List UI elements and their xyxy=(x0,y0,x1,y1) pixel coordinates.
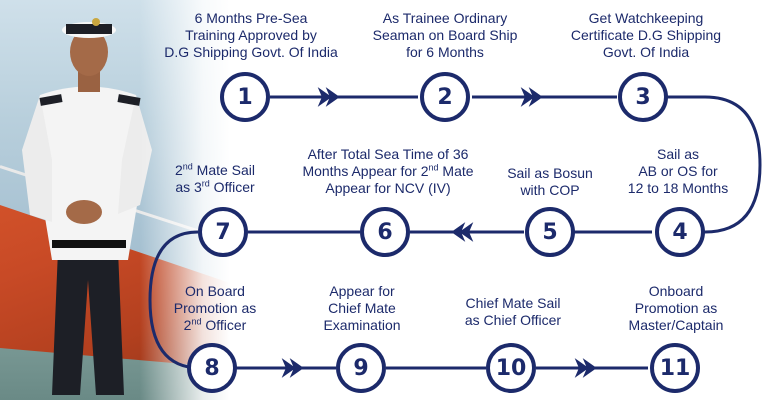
step-circle-1: 1 xyxy=(220,72,270,122)
step-number: 10 xyxy=(495,355,527,381)
step-caption-5: Sail as Bosun with COP xyxy=(498,165,602,199)
step-number: 9 xyxy=(353,355,369,381)
step-caption-8: On Board Promotion as 2nd Officer xyxy=(160,283,270,334)
step-caption-6: After Total Sea Time of 36 Months Appear… xyxy=(290,146,486,197)
caption-line: D.G Shipping Govt. Of India xyxy=(164,44,338,60)
double-chevron-right-icon xyxy=(520,87,543,107)
step-caption-3: Get Watchkeeping Certificate D.G Shippin… xyxy=(556,10,736,61)
ordinal-suffix: rd xyxy=(201,178,210,189)
step-circle-8: 8 xyxy=(187,343,237,393)
caption-line: On Board xyxy=(185,283,245,299)
step-caption-2: As Trainee Ordinary Seaman on Board Ship… xyxy=(365,10,525,61)
caption-line: Training Approved by xyxy=(185,27,317,43)
caption-line: Certificate D.G Shipping xyxy=(570,27,722,43)
caption-line: Chief Mate xyxy=(328,300,396,316)
caption-line: Seaman on Board Ship xyxy=(372,27,518,43)
step-caption-7: 2nd Mate Sail as 3rd Officer xyxy=(160,162,270,196)
step-caption-9: Appear for Chief Mate Examination xyxy=(310,283,414,334)
caption-line: After Total Sea Time of 36 xyxy=(307,146,469,162)
step-circle-2: 2 xyxy=(420,72,470,122)
ordinal-suffix: nd xyxy=(191,316,202,327)
caption-line: 2nd Mate Sail xyxy=(174,161,256,178)
step-circle-10: 10 xyxy=(486,343,536,393)
double-chevron-right-icon xyxy=(281,358,304,378)
step-circle-4: 4 xyxy=(655,207,705,257)
step-caption-10: Chief Mate Sail as Chief Officer xyxy=(447,295,579,329)
double-chevron-right-icon xyxy=(574,358,597,378)
caption-line: Promotion as xyxy=(634,300,718,316)
step-circle-11: 11 xyxy=(650,343,700,393)
caption-line: 6 Months Pre-Sea xyxy=(194,10,308,26)
caption-line: Chief Mate Sail xyxy=(465,295,561,311)
caption-line: Onboard xyxy=(648,283,704,299)
caption-line: as 3rd Officer xyxy=(175,178,255,195)
step-number: 8 xyxy=(204,355,220,381)
step-circle-6: 6 xyxy=(360,207,410,257)
step-number: 7 xyxy=(215,219,231,245)
step-number: 11 xyxy=(659,355,691,381)
caption-line: Promotion as xyxy=(173,300,257,316)
connector-3-4 xyxy=(667,95,762,234)
step-caption-11: Onboard Promotion as Master/Captain xyxy=(612,283,740,334)
ordinal-suffix: nd xyxy=(428,162,439,173)
caption-line: Govt. Of India xyxy=(602,44,690,60)
caption-line: 2nd Officer xyxy=(183,316,247,333)
caption-line: as Chief Officer xyxy=(464,312,562,328)
caption-line: Months Appear for 2nd Mate xyxy=(302,162,474,179)
step-circle-3: 3 xyxy=(618,72,668,122)
caption-line: AB or OS for xyxy=(638,163,718,179)
step-caption-1: 6 Months Pre-Sea Training Approved by D.… xyxy=(148,10,354,61)
connector-7-8 xyxy=(148,230,201,370)
double-chevron-left-icon xyxy=(451,222,474,242)
step-number: 1 xyxy=(237,84,253,110)
caption-line: Appear for NCV (IV) xyxy=(325,180,451,196)
caption-line: Sail as xyxy=(656,146,700,162)
step-number: 6 xyxy=(377,219,393,245)
ordinal-suffix: nd xyxy=(182,161,193,172)
caption-line: with COP xyxy=(520,182,580,198)
step-number: 5 xyxy=(542,219,558,245)
caption-line: for 6 Months xyxy=(406,44,484,60)
step-circle-9: 9 xyxy=(336,343,386,393)
officer-photo xyxy=(0,0,230,400)
step-circle-5: 5 xyxy=(525,207,575,257)
caption-line: As Trainee Ordinary xyxy=(382,10,508,26)
step-number: 4 xyxy=(672,219,688,245)
step-number: 3 xyxy=(635,84,651,110)
step-circle-7: 7 xyxy=(198,207,248,257)
caption-line: Appear for xyxy=(329,283,395,299)
double-chevron-right-icon xyxy=(317,87,340,107)
caption-line: Sail as Bosun xyxy=(507,165,593,181)
step-caption-4: Sail as AB or OS for 12 to 18 Months xyxy=(618,146,738,197)
caption-line: Get Watchkeeping xyxy=(588,10,704,26)
step-number: 2 xyxy=(437,84,453,110)
caption-line: 12 to 18 Months xyxy=(627,180,729,196)
caption-line: Examination xyxy=(323,317,401,333)
caption-line: Master/Captain xyxy=(628,317,724,333)
